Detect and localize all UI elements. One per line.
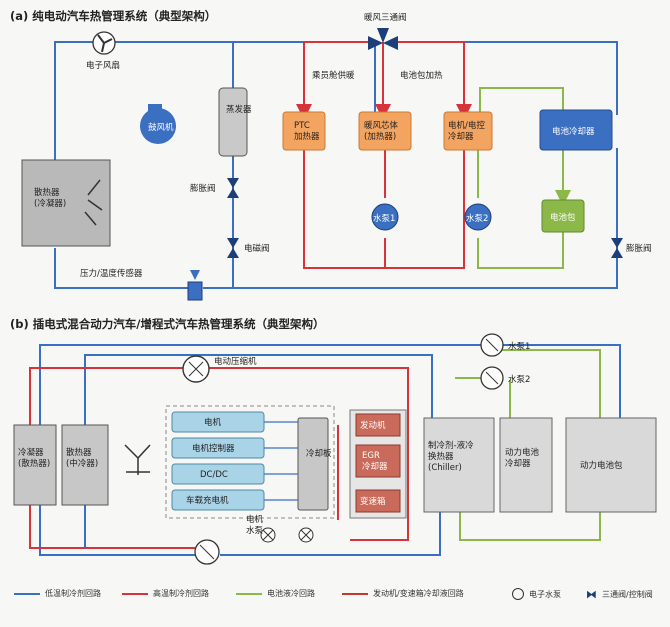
fan-label: 电子风扇 <box>86 60 120 71</box>
cooling-plate <box>297 417 329 511</box>
cabin-heat-label: 乘员舱供暖 <box>312 70 355 81</box>
intercooler <box>61 424 109 506</box>
pump2-b-icon <box>480 366 504 390</box>
motor-cooler <box>443 111 493 151</box>
pump1-icon <box>371 203 399 231</box>
gearbox-box <box>355 489 401 513</box>
battery-cooler-b <box>499 417 553 513</box>
battery-cooler <box>539 109 613 151</box>
compressor-label: 电动压缩机 <box>214 356 257 367</box>
gearbox-label: 变速箱 <box>360 496 386 507</box>
pump2-label: 水泵2 <box>466 213 488 224</box>
intercooler-label: 散热器(中冷器) <box>66 447 98 469</box>
sensor-icon <box>187 281 203 301</box>
battery-pack-label: 电池包 <box>550 212 576 223</box>
pump2-b-label: 水泵2 <box>508 374 530 385</box>
evaporator-label: 蒸发器 <box>226 104 252 115</box>
pump1-label: 水泵1 <box>373 213 395 224</box>
battery-cooler-label: 电池冷却器 <box>552 126 595 137</box>
expansion-valve-right-label: 膨胀阀 <box>626 243 652 254</box>
main-pump-icon <box>194 539 220 565</box>
sensor-label: 压力/温度传感器 <box>80 268 143 279</box>
legend-item: ⧓三通阀/控制阀 <box>586 588 653 601</box>
expansion-valve-label: 膨胀阀 <box>190 183 216 194</box>
motor-pump-icon <box>260 527 276 543</box>
heater-core-label: 暖风芯体(加热器) <box>364 120 399 142</box>
cooling-fan-icon <box>124 444 151 475</box>
cooling-plate-label: 冷却板 <box>306 448 332 459</box>
heater-core <box>358 111 412 151</box>
expansion-valve-right-icon <box>611 238 623 258</box>
part-b-red-loop <box>29 367 409 549</box>
threeway-valve-icon <box>368 28 398 50</box>
pump2-icon <box>464 203 492 231</box>
title-part-b: (b) 插电式混合动力汽车/增程式汽车热管理系统（典型架构） <box>10 317 325 331</box>
legend-item: 电池液冷回路 <box>236 588 315 599</box>
ptc-heater <box>282 111 326 151</box>
control-valve-icon <box>298 527 314 543</box>
blower-icon <box>140 104 176 144</box>
battery-pack-b <box>565 417 657 513</box>
battery-cooler-b-label: 动力电池冷却器 <box>505 447 540 469</box>
radiator-fan-icon <box>84 179 103 226</box>
part-b-blue-loop <box>39 344 621 556</box>
dcdc-label: DC/DC <box>200 470 228 480</box>
condenser <box>13 424 57 506</box>
blower-label: 鼓风机 <box>148 122 174 133</box>
motor-pump-label: 电机水泵 <box>246 514 264 536</box>
pump1-b-icon <box>480 333 504 357</box>
valve-icon: ⧓ <box>586 588 597 601</box>
legend-item: 发动机/变速箱冷却液回路 <box>342 588 464 599</box>
legend-item: 低温制冷剂回路 <box>14 588 101 599</box>
motor-ctrl-label: 电机控制器 <box>192 443 235 454</box>
chiller-label: 制冷剂-液冷换热器(Chiller) <box>428 440 474 473</box>
radiator <box>21 159 111 247</box>
engine-label: 发动机 <box>360 420 386 431</box>
egr-box <box>355 444 401 478</box>
expansion-valve-icon <box>227 178 239 198</box>
part-a-red-loop <box>296 41 472 269</box>
battery-pack <box>541 199 585 233</box>
battery-pack-b-label: 动力电池包 <box>580 460 623 471</box>
title-part-a: (a) 纯电动汽车热管理系统（典型架构） <box>10 9 217 23</box>
motor-label: 电机 <box>204 417 222 428</box>
radiator-label: 散热器(冷凝器) <box>34 187 66 209</box>
compressor-icon <box>182 355 210 383</box>
pump1-b-label: 水泵1 <box>508 341 530 352</box>
evaporator <box>218 87 248 157</box>
part-a-green-loop <box>477 87 571 269</box>
motor-cooler-label: 电机/电控冷却器 <box>448 120 485 142</box>
solenoid-valve-icon <box>227 238 239 258</box>
pump-icon <box>512 588 524 600</box>
threeway-label: 暖风三通阀 <box>364 12 407 23</box>
chiller <box>423 417 495 513</box>
legend-item: 高温制冷剂回路 <box>122 588 209 599</box>
engine-box <box>355 413 401 437</box>
solenoid-label: 电磁阀 <box>244 243 270 254</box>
legend-item: 电子水泵 <box>512 588 561 600</box>
battery-heat-label: 电池包加热 <box>400 70 443 81</box>
charger-label: 车载充电机 <box>186 495 229 506</box>
electric-drive-group <box>165 405 335 519</box>
condenser-label: 冷凝器(散热器) <box>18 447 50 469</box>
legend: 低温制冷剂回路 高温制冷剂回路 电池液冷回路 发动机/变速箱冷却液回路 电子水泵… <box>14 588 654 604</box>
plate-connectors <box>264 421 298 501</box>
fan-icon <box>92 31 116 55</box>
